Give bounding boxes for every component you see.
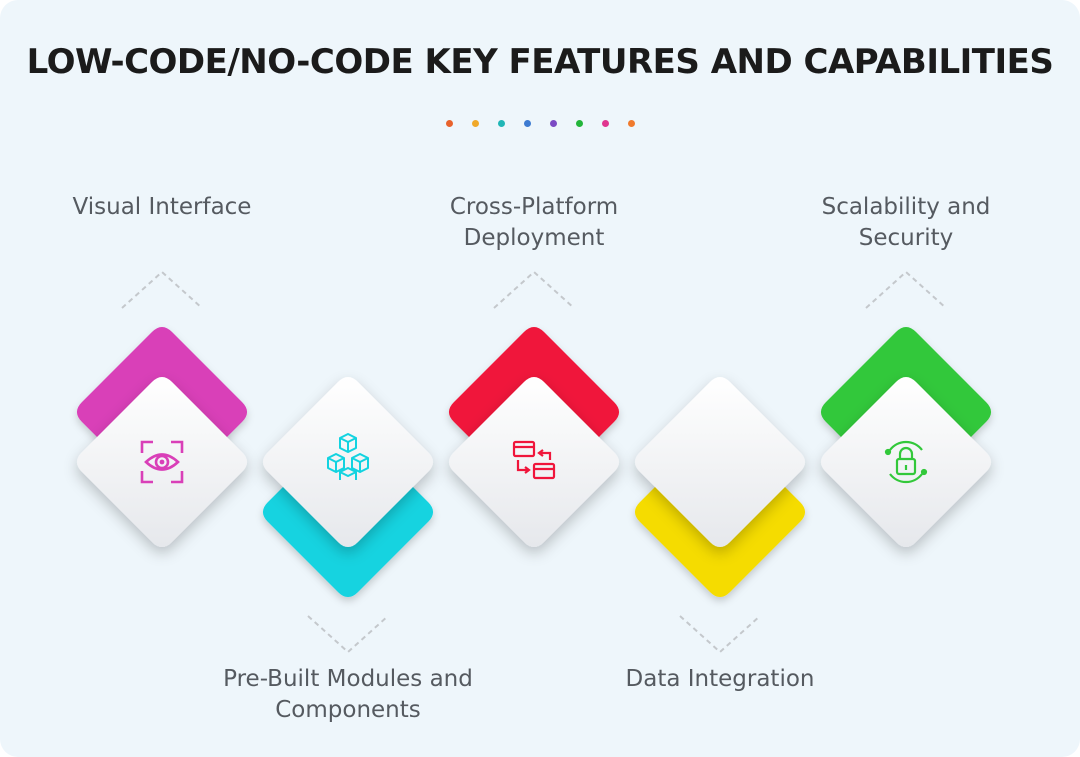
page-title: LOW-CODE/NO-CODE KEY FEATURES AND CAPABI… — [26, 42, 1054, 82]
feature-label-line: Components — [275, 697, 421, 723]
feature-label-line: Cross-Platform — [449, 194, 619, 220]
connector-3 — [493, 270, 575, 309]
feature-label-line: Pre-Built Modules and — [223, 666, 473, 692]
connector-4 — [679, 615, 761, 654]
connector-2 — [307, 615, 389, 654]
feature-card-4 — [634, 376, 806, 548]
lock-shield-icon — [884, 440, 928, 484]
dot-3 — [497, 120, 505, 127]
feature-card-2 — [262, 376, 434, 548]
dot-6 — [575, 120, 583, 127]
eye-scan-icon — [140, 440, 184, 484]
window-sync-icon — [512, 440, 556, 480]
decorative-dots — [0, 120, 1080, 127]
dot-7 — [601, 120, 609, 127]
feature-label-line: Security — [858, 225, 954, 251]
dot-4 — [523, 120, 531, 127]
feature-label-4: Data Integration — [560, 664, 880, 695]
feature-label-1: Visual Interface — [2, 192, 322, 223]
feature-card-5 — [820, 376, 992, 548]
cubes-icon — [327, 433, 369, 480]
dot-1 — [445, 120, 453, 127]
feature-label-line: Data Integration — [625, 666, 815, 692]
feature-label-line: Visual Interface — [72, 194, 252, 220]
connector-1 — [121, 270, 203, 309]
feature-card-3 — [448, 376, 620, 548]
feature-label-line: Scalability and — [821, 194, 991, 220]
dot-8 — [627, 120, 635, 127]
dot-2 — [471, 120, 479, 127]
dot-5 — [549, 120, 557, 127]
connector-5 — [865, 270, 947, 309]
feature-label-line: Deployment — [463, 225, 605, 251]
